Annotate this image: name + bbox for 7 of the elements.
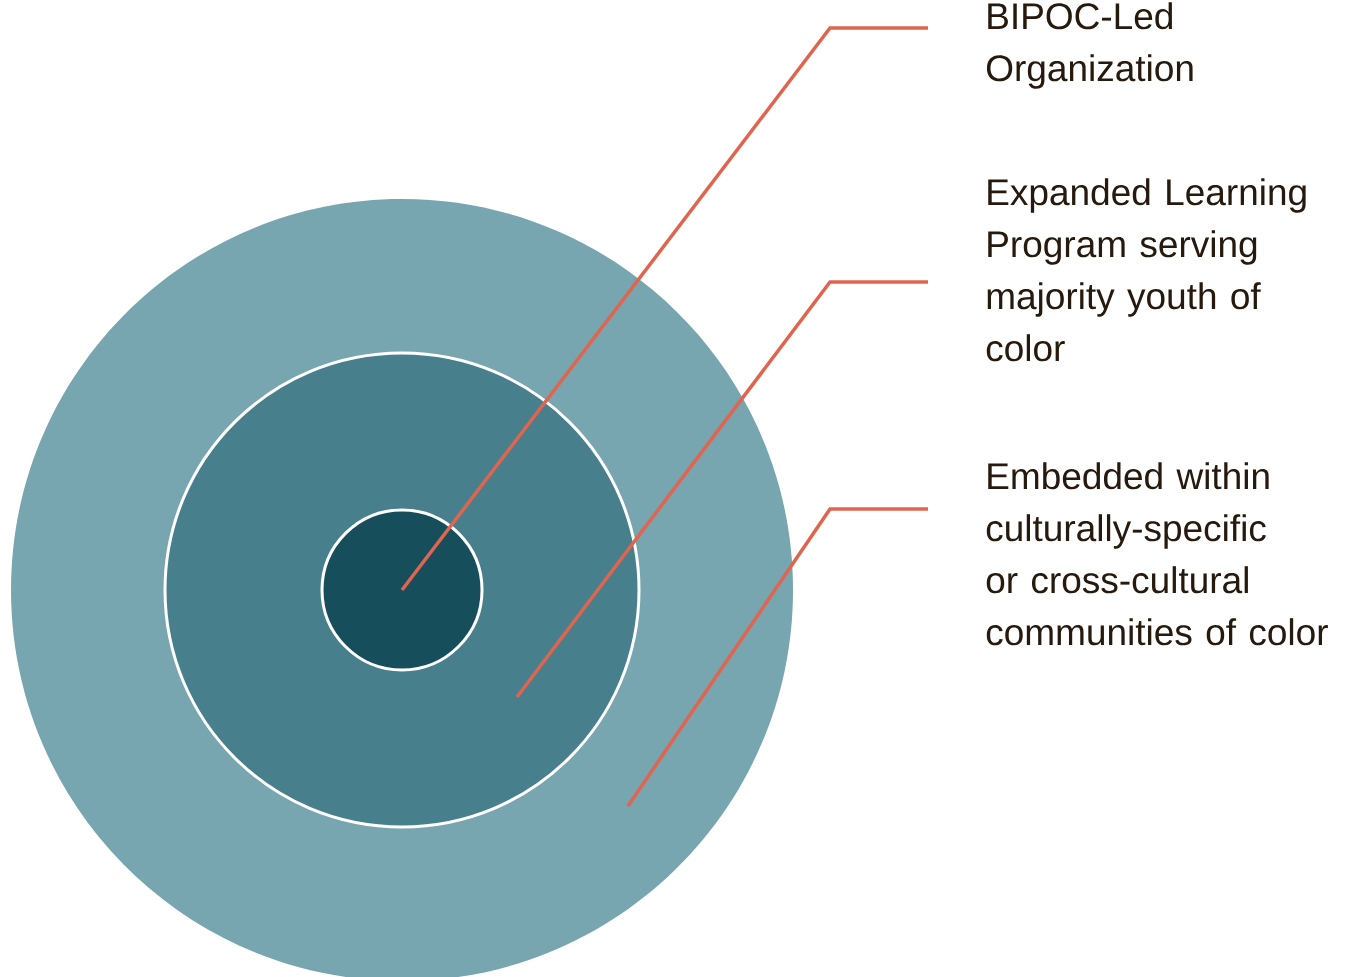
leader-line [515,280,928,699]
callout-text: Expanded Learning Program serving majority youth of color [986,178,1306,362]
callout-text: Embedded within culturally-specific or cross-cultural communities of color [986,462,1328,646]
leader-line [400,26,928,592]
callout-text: BIPOC-Led Organization [986,2,1193,89]
circle [320,508,484,672]
leader-line [626,507,928,807]
